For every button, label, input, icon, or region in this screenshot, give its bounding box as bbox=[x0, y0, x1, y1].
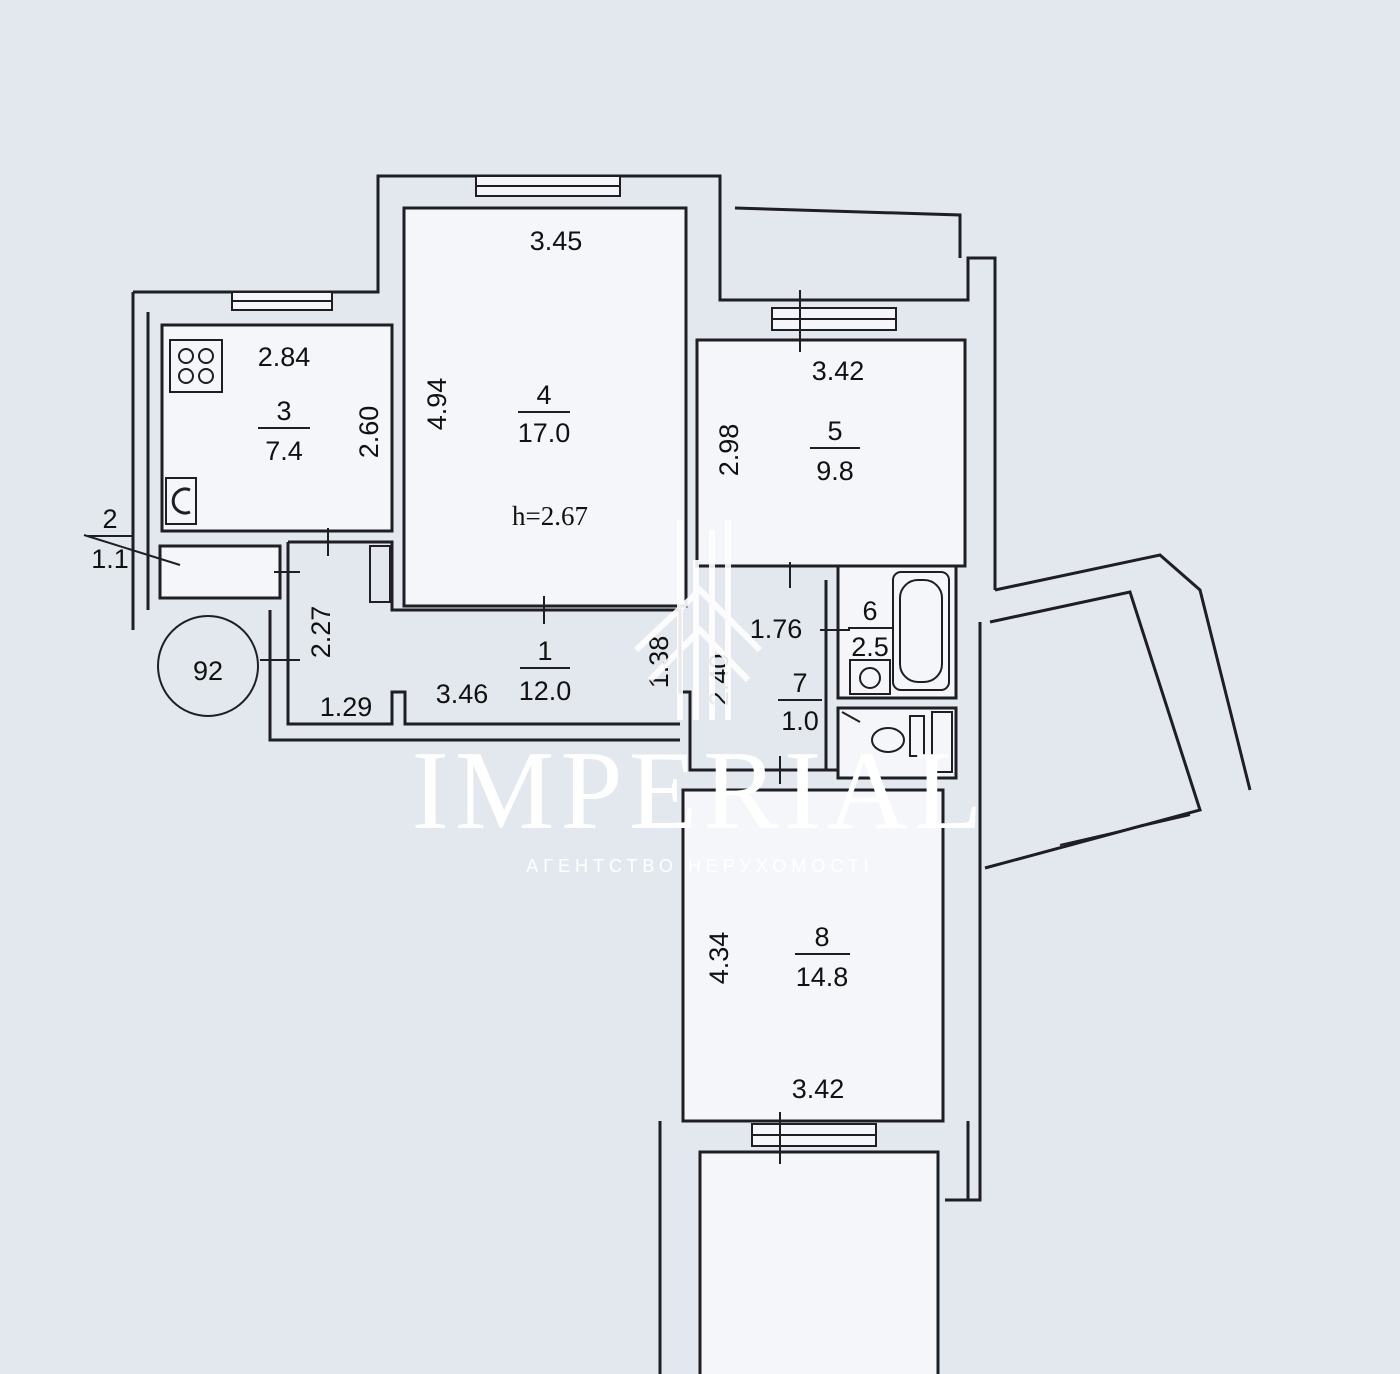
watermark-brand: IMPERIAL bbox=[412, 729, 989, 853]
room-5-number: 5 bbox=[827, 416, 842, 446]
ceiling-height: h=2.67 bbox=[512, 501, 588, 531]
door-marks bbox=[83, 290, 861, 1164]
radiator-icon bbox=[369, 545, 953, 773]
bedroom-8 bbox=[681, 788, 945, 1123]
windows bbox=[231, 175, 897, 1147]
room-3-area: 7.4 bbox=[265, 436, 303, 466]
room-3-number: 3 bbox=[276, 396, 291, 426]
room-1-area: 12.0 bbox=[519, 676, 572, 706]
room-5-area: 9.8 bbox=[816, 456, 854, 486]
dim-kitchen-width: 2.84 bbox=[258, 342, 311, 372]
bedroom-5 bbox=[695, 338, 967, 568]
dim-hall-left: 2.27 bbox=[306, 606, 336, 659]
dim-hall-bottom-main: 3.46 bbox=[436, 679, 489, 709]
room-7-number: 7 bbox=[792, 668, 807, 698]
room-2-number: 2 bbox=[102, 504, 117, 534]
room-1-number: 1 bbox=[537, 636, 552, 666]
dim-bedroom5-depth: 2.98 bbox=[714, 424, 744, 477]
dim-kitchen-depth: 2.60 bbox=[354, 406, 384, 459]
room-6-area: 2.5 bbox=[851, 632, 889, 662]
room-4-area: 17.0 bbox=[518, 418, 571, 448]
dim-bedroom8-depth: 4.34 bbox=[704, 932, 734, 985]
living-room bbox=[402, 206, 688, 608]
dim-corridor-width: 1.76 bbox=[750, 614, 803, 644]
balcony-bottom bbox=[698, 1150, 940, 1374]
dim-bedroom8-width: 3.42 bbox=[792, 1074, 845, 1104]
dim-living-width: 3.45 bbox=[530, 226, 583, 256]
fixtures bbox=[165, 339, 953, 773]
apartment-badge bbox=[157, 615, 259, 717]
room-8-number: 8 bbox=[814, 922, 829, 952]
dim-hall-bottom-left: 1.29 bbox=[320, 692, 373, 722]
room-2-area: 1.1 bbox=[91, 544, 129, 574]
watermark-subtitle: АГЕНТСТВО НЕРУХОМОСТІ bbox=[526, 856, 873, 876]
watermark: IMPERIAL АГЕНТСТВО НЕРУХОМОСТІ bbox=[412, 520, 989, 876]
room-6-number: 6 bbox=[862, 596, 877, 626]
walls bbox=[131, 174, 1252, 1374]
room-7-area: 1.0 bbox=[781, 706, 819, 736]
stove-icon bbox=[169, 339, 223, 393]
room-labels: 2 1.1 3 7.4 4 17.0 h=2.67 5 9.8 6 2.5 7 … bbox=[88, 380, 892, 992]
washbasin-icon bbox=[849, 659, 891, 695]
sink-icon bbox=[165, 477, 197, 525]
apartment-number: 92 bbox=[193, 656, 223, 686]
room-4-number: 4 bbox=[536, 380, 551, 410]
toilet-icon bbox=[871, 715, 925, 757]
bathtub-icon bbox=[892, 571, 950, 691]
dim-living-depth: 4.94 bbox=[422, 378, 452, 431]
watermark-logo-icon bbox=[633, 520, 763, 720]
dim-bedroom5-width: 3.42 bbox=[812, 356, 865, 386]
pantry-2 bbox=[158, 544, 282, 600]
room-8-area: 14.8 bbox=[796, 962, 849, 992]
